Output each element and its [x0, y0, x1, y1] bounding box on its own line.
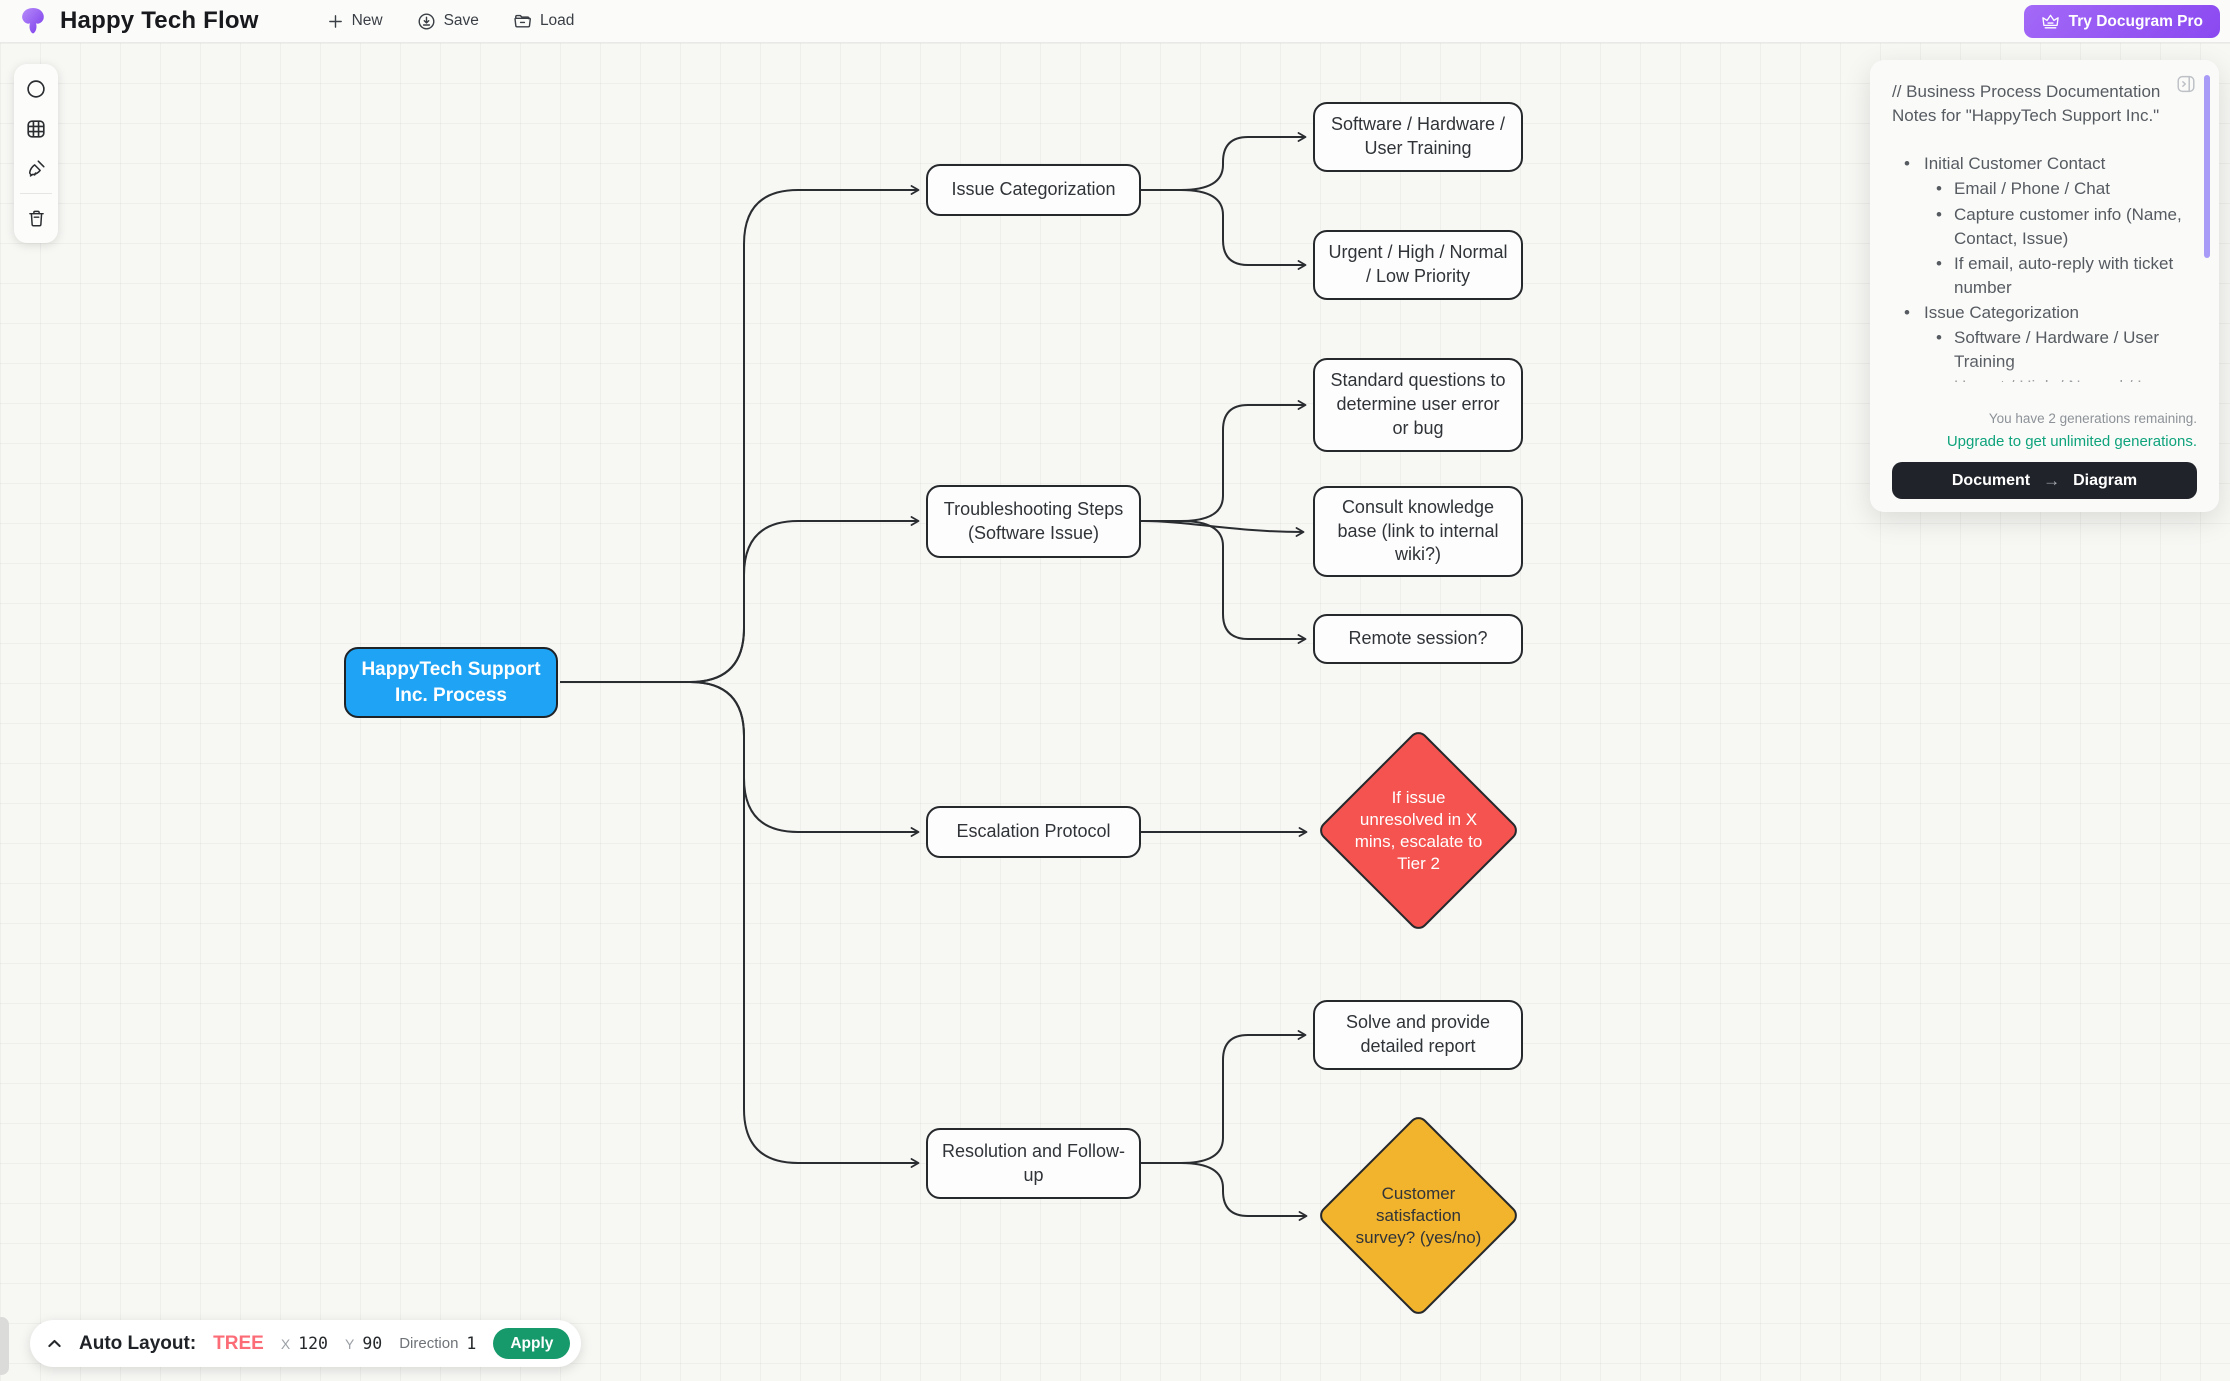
collapse-caret-button[interactable]	[47, 1338, 62, 1349]
y-spacing-value[interactable]: 90	[362, 1334, 383, 1353]
doc-item: Email / Phone / Chat	[1892, 177, 2197, 201]
node-escalation-decision[interactable]: If issue unresolved in X mins, escalate …	[1315, 727, 1522, 934]
direction-value[interactable]: 1	[466, 1334, 477, 1353]
doc-item: If email, auto-reply with ticket number	[1892, 252, 2197, 300]
panel-collapse-icon	[2177, 75, 2195, 93]
doc-item: Issue Categorization	[1892, 301, 2197, 325]
node-priority[interactable]: Urgent / High / Normal / Low Priority	[1313, 230, 1523, 300]
doc-item: Urgent / High / Normal / Low Priority	[1892, 375, 2197, 382]
delete-tool[interactable]	[14, 198, 58, 238]
doc-title-line2: Notes for "HappyTech Support Inc."	[1892, 106, 2160, 126]
crown-icon	[2041, 14, 2059, 29]
x-spacing-value[interactable]: 120	[298, 1334, 328, 1353]
notes-panel: // Business Process Documentation Notes …	[1870, 60, 2219, 512]
toolbar-divider	[20, 193, 52, 194]
convert-to-label: Diagram	[2073, 471, 2138, 489]
node-standard-questions[interactable]: Standard questions to determine user err…	[1313, 358, 1523, 452]
node-remote-session[interactable]: Remote session?	[1313, 614, 1523, 664]
auto-layout-bar: Auto Layout: TREE X 120 Y 90 Direction 1…	[30, 1320, 582, 1367]
document-text[interactable]: // Business Process Documentation Notes …	[1892, 80, 2197, 382]
direction-label: Direction	[399, 1335, 459, 1352]
direction-group: Direction 1	[399, 1334, 476, 1353]
panel-scrollbar[interactable]	[2204, 75, 2210, 258]
y-label: Y	[345, 1335, 355, 1352]
load-button[interactable]: Load	[513, 12, 574, 31]
header-menu: New Save Load	[327, 12, 574, 31]
x-spacing-group: X 120	[281, 1334, 328, 1353]
doc-item: Capture customer info (Name, Contact, Is…	[1892, 203, 2197, 251]
folder-open-icon	[514, 14, 531, 28]
doc-item: Software / Hardware / User Training	[1892, 326, 2197, 374]
doc-bullet-list: Initial Customer Contact Email / Phone /…	[1892, 152, 2197, 382]
node-software-hardware[interactable]: Software / Hardware / User Training	[1313, 102, 1523, 172]
try-pro-button[interactable]: Try Docugram Pro	[2023, 5, 2220, 38]
grid-icon	[27, 120, 45, 138]
x-label: X	[280, 1335, 291, 1352]
apply-button[interactable]: Apply	[493, 1328, 571, 1359]
arrow-right-icon: →	[2043, 470, 2061, 490]
app-title: Happy Tech Flow	[60, 7, 259, 34]
clean-canvas-tool[interactable]	[14, 149, 58, 189]
panel-footer: You have 2 generations remaining. Upgrad…	[1892, 409, 2197, 499]
y-spacing-group: Y 90	[345, 1334, 382, 1353]
save-icon	[418, 13, 435, 29]
node-issue-categorization[interactable]: Issue Categorization	[926, 164, 1141, 216]
chevron-up-icon	[48, 1339, 61, 1348]
plus-icon	[328, 14, 342, 28]
new-button[interactable]: New	[327, 12, 383, 30]
layout-mode-value[interactable]: TREE	[213, 1332, 264, 1354]
grid-toggle-tool[interactable]	[14, 109, 58, 149]
panel-collapse-button[interactable]	[2175, 73, 2197, 95]
circle-icon	[27, 80, 45, 98]
save-button[interactable]: Save	[417, 12, 479, 31]
doc-title-line1: // Business Process Documentation	[1892, 82, 2161, 101]
app-logo-icon	[22, 8, 44, 34]
node-resolution[interactable]: Resolution and Follow-up	[926, 1128, 1141, 1199]
generations-note: You have 2 generations remaining.	[1988, 410, 2197, 426]
doc-item: Initial Customer Contact	[1892, 152, 2197, 176]
shape-circle-tool[interactable]	[14, 69, 58, 109]
node-knowledge-base[interactable]: Consult knowledge base (link to internal…	[1313, 486, 1523, 577]
canvas-toolbar	[14, 64, 58, 243]
upgrade-link[interactable]: Upgrade to get unlimited generations.	[1946, 432, 2197, 450]
node-survey-decision[interactable]: Customer satisfaction survey? (yes/no)	[1315, 1112, 1522, 1319]
brush-icon	[28, 160, 45, 177]
document-to-diagram-button[interactable]: Document → Diagram	[1892, 462, 2197, 499]
left-edge-handle[interactable]	[0, 1317, 9, 1375]
auto-layout-label: Auto Layout:	[79, 1332, 197, 1354]
trash-icon	[28, 210, 44, 227]
node-troubleshooting[interactable]: Troubleshooting Steps (Software Issue)	[926, 485, 1141, 558]
node-root[interactable]: HappyTech Support Inc. Process	[344, 647, 558, 718]
header-bar: Happy Tech Flow New Save	[0, 0, 2230, 43]
node-solve-report[interactable]: Solve and provide detailed report	[1313, 1000, 1523, 1070]
convert-from-label: Document	[1951, 471, 2031, 489]
node-escalation-protocol[interactable]: Escalation Protocol	[926, 806, 1141, 858]
